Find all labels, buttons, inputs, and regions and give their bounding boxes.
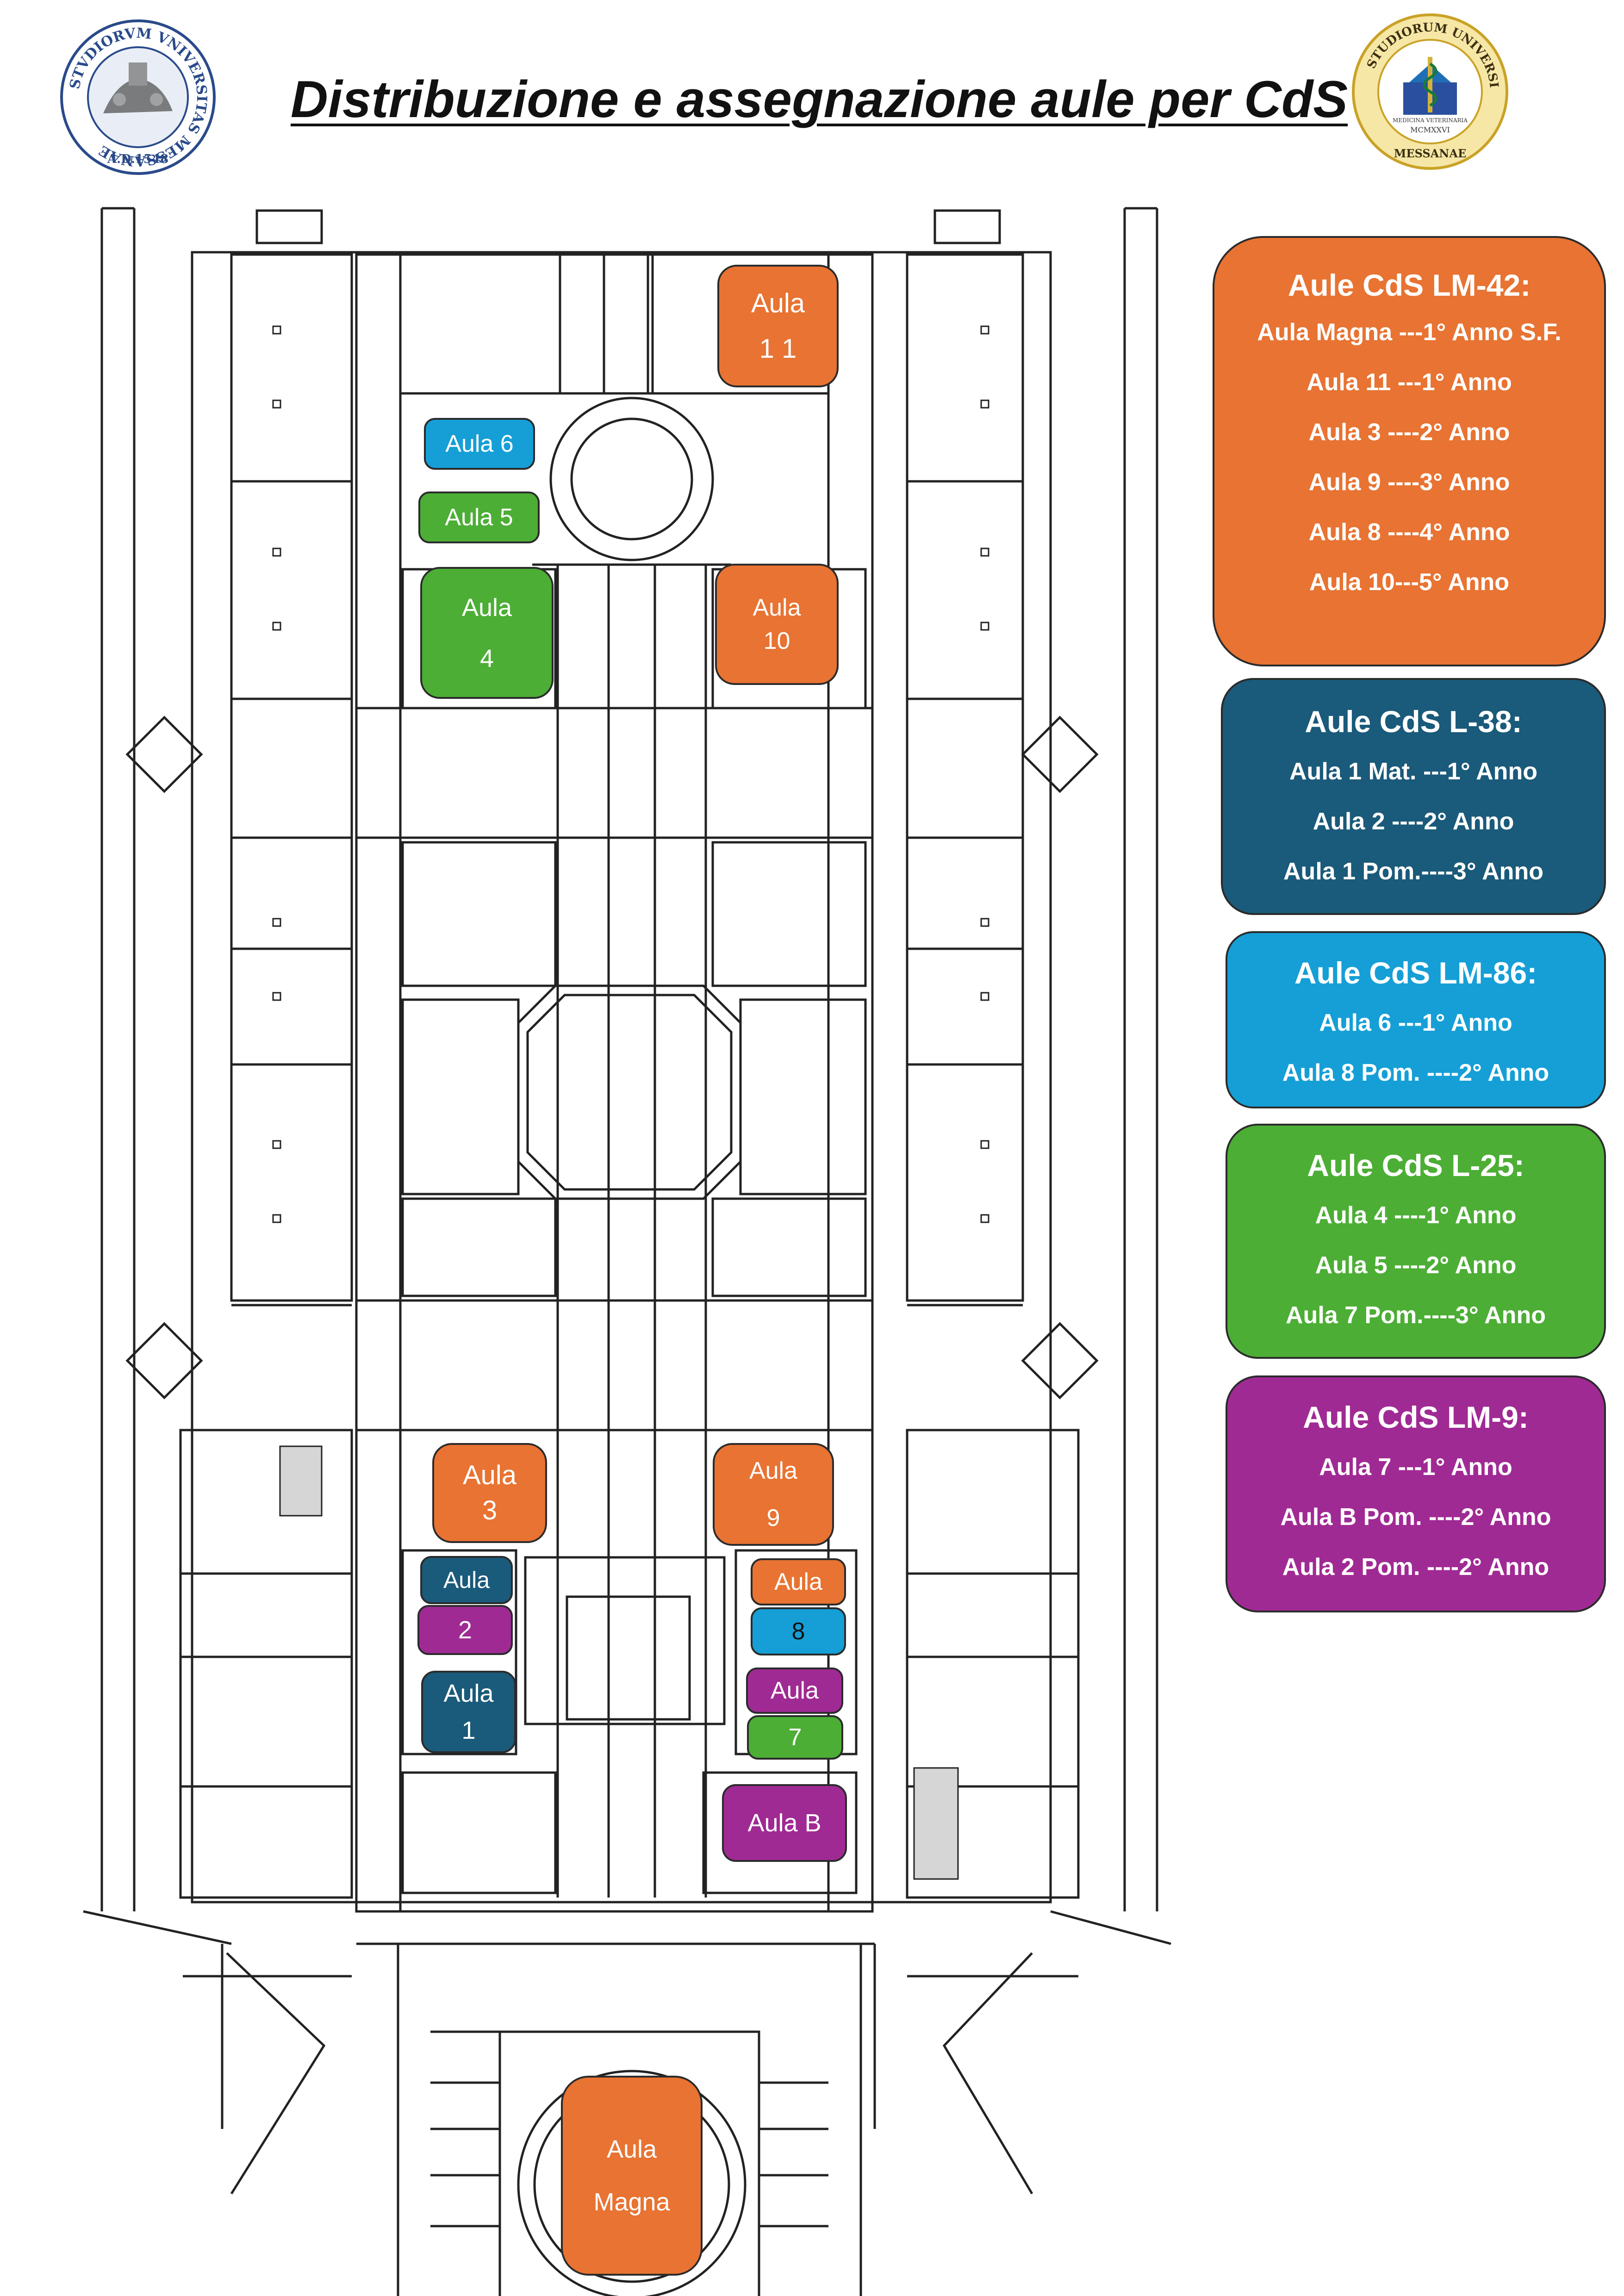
legend-item: Aula 1 Mat. ---1° Anno — [1289, 758, 1537, 785]
legend-item: Aula 8 Pom. ----2° Anno — [1282, 1059, 1549, 1086]
legend-item: Aula 2 ----2° Anno — [1313, 808, 1514, 835]
room-label: Aula 5 — [445, 504, 513, 531]
room-number: 7 — [788, 1724, 802, 1751]
legend-item: Aula 9 ----3° Anno — [1308, 469, 1510, 496]
seal-inner-text: MEDICINA VETERINARIA — [1393, 117, 1468, 124]
room-number: 10 — [763, 628, 790, 654]
room-label: Aula — [443, 1680, 494, 1707]
room-aula-10: Aula 10 — [715, 564, 839, 685]
legend-item: Aula 6 ---1° Anno — [1319, 1009, 1512, 1036]
room-number: 1 — [461, 1717, 476, 1744]
seal-year: MCMXXVI — [1410, 125, 1450, 134]
room-aula-9: Aula 9 — [713, 1443, 834, 1546]
room-number: 4 — [479, 644, 494, 672]
room-label: Aula — [462, 1460, 517, 1490]
legend-heading: Aule CdS LM-9: — [1303, 1400, 1529, 1434]
legend-heading: Aule CdS L-25: — [1307, 1148, 1524, 1182]
room-aula-1: Aula 1 — [421, 1671, 516, 1753]
legend-item: Aula 7 ---1° Anno — [1319, 1454, 1512, 1481]
room-aula-7-top: Aula — [746, 1668, 843, 1714]
legend-l25: Aule CdS L-25: Aula 4 ----1° Anno Aula 5… — [1226, 1124, 1606, 1359]
room-aula-6: Aula 6 — [424, 418, 535, 470]
room-label: Aula B — [747, 1809, 821, 1837]
legend-heading: Aule CdS LM-42: — [1288, 268, 1531, 302]
legend-l38: Aule CdS L-38: Aula 1 Mat. ---1° Anno Au… — [1221, 678, 1606, 915]
veterinary-seal-logo: STUDIORUM UNIVERSITAS MEDICINA VETERINAR… — [1351, 13, 1508, 170]
room-aula-8-top: Aula — [751, 1558, 846, 1605]
seal-bottom-text: MESSANAE — [1394, 147, 1466, 160]
legend-item: Aula 4 ----1° Anno — [1315, 1202, 1517, 1229]
room-label: Aula — [749, 1457, 798, 1484]
room-label: Aula — [751, 288, 805, 318]
room-label: Aula — [753, 594, 801, 621]
room-aula-4: Aula 4 — [420, 567, 554, 699]
legend-item: Aula 7 Pom.----3° Anno — [1286, 1302, 1546, 1329]
room-aula-7-bottom: 7 — [747, 1715, 843, 1760]
room-name: Magna — [593, 2188, 670, 2216]
room-aula-magna: Aula Magna — [561, 2076, 703, 2276]
seal-year: A.D.1548 — [107, 152, 168, 166]
page-title: Distribuzione e assegnazione aule per Cd… — [290, 70, 1348, 128]
legend-item: Aula 1 Pom.----3° Anno — [1283, 858, 1543, 885]
room-aula-8-bottom: 8 — [751, 1607, 846, 1655]
room-number: 8 — [791, 1618, 805, 1645]
room-aula-3: Aula 3 — [432, 1443, 547, 1543]
legend-heading: Aule CdS LM-86: — [1294, 956, 1537, 990]
legend-item: Aula B Pom. ----2° Anno — [1280, 1504, 1551, 1531]
legend-heading: Aule CdS L-38: — [1305, 704, 1522, 739]
room-number: 1 1 — [759, 333, 797, 364]
legend-item: Aula Magna ---1° Anno S.F. — [1257, 319, 1562, 346]
legend-lm9: Aule CdS LM-9: Aula 7 ---1° Anno Aula B … — [1226, 1375, 1606, 1612]
room-label: Aula — [461, 593, 512, 622]
room-number: 9 — [766, 1505, 780, 1531]
room-aula-b: Aula B — [722, 1784, 847, 1862]
room-label: Aula 6 — [445, 430, 514, 457]
room-aula-5: Aula 5 — [418, 492, 540, 543]
room-label: Aula — [774, 1568, 823, 1595]
legend-item: Aula 2 Pom. ----2° Anno — [1282, 1554, 1549, 1580]
room-aula-2-bottom: 2 — [417, 1605, 513, 1655]
room-label: Aula — [770, 1677, 819, 1704]
legend-item: Aula 5 ----2° Anno — [1315, 1252, 1517, 1279]
room-aula-2-top: Aula — [420, 1556, 513, 1604]
university-seal-logo: STVDIORVM VNIVERSITAS MESSANAE A.D.1548 — [60, 19, 216, 175]
room-aula-11: Aula 1 1 — [717, 265, 839, 387]
legend-item: Aula 8 ----4° Anno — [1308, 519, 1510, 546]
legend-lm86: Aule CdS LM-86: Aula 6 ---1° Anno Aula 8… — [1226, 931, 1606, 1108]
room-number: 2 — [458, 1616, 473, 1644]
room-number: 3 — [482, 1495, 498, 1525]
legend-lm42: Aule CdS LM-42: Aula Magna ---1° Anno S.… — [1213, 236, 1606, 666]
room-label: Aula — [443, 1567, 490, 1593]
legend-item: Aula 3 ----2° Anno — [1308, 419, 1510, 446]
room-label: Aula — [606, 2135, 657, 2163]
legend-item: Aula 11 ---1° Anno — [1307, 369, 1512, 396]
legend-item: Aula 10---5° Anno — [1309, 569, 1509, 596]
